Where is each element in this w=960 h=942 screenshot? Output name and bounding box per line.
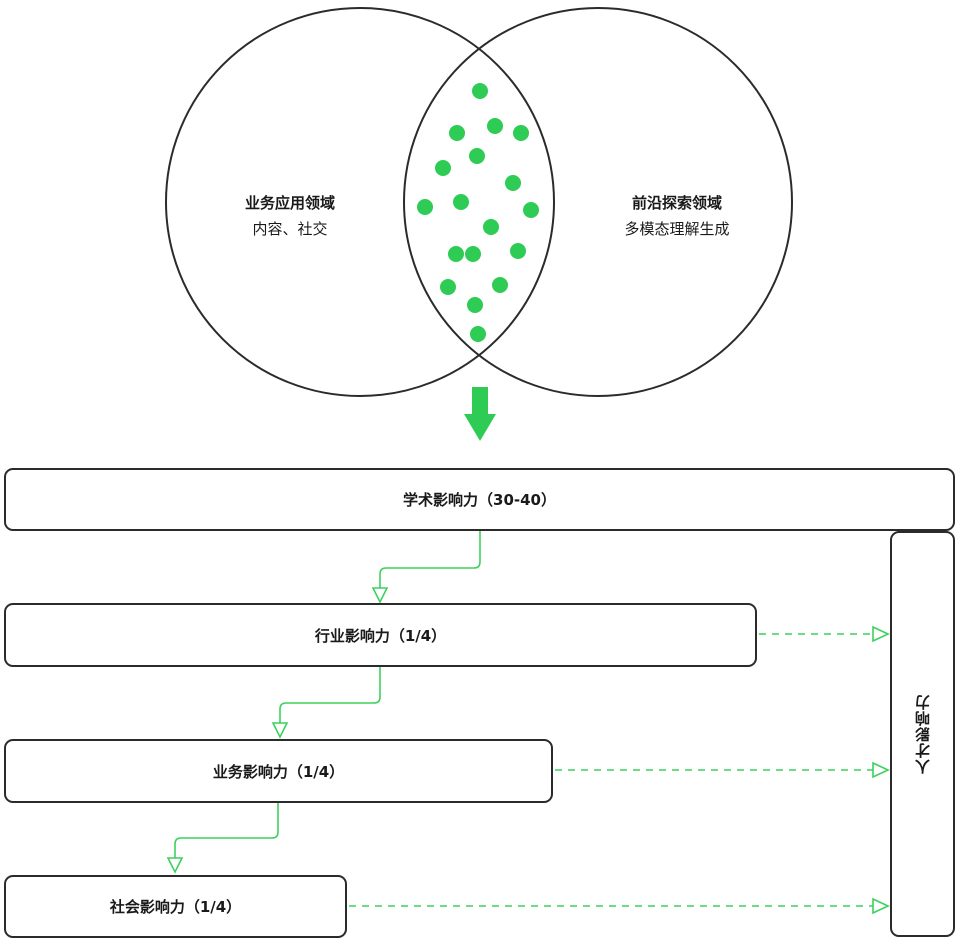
connector-arrowhead (371, 587, 389, 604)
dot (492, 277, 508, 293)
down-arrow-large (464, 387, 496, 441)
dashed-arrowhead (872, 625, 890, 643)
intersection-dots (417, 83, 539, 342)
dot (487, 118, 503, 134)
connector-arrowhead (166, 857, 184, 874)
left-circle-title: 业务应用领域 (244, 194, 335, 212)
right-circle-subtitle: 多模态理解生成 (624, 220, 730, 238)
dot (435, 160, 451, 176)
dot (483, 219, 499, 235)
cascade-connectors (166, 531, 481, 874)
dot (523, 202, 539, 218)
industry-impact-box: 行业影响力（1/4） (4, 603, 757, 667)
dashed-connectors (349, 633, 874, 907)
industry-impact-label: 行业影响力（1/4） (314, 626, 447, 645)
business-impact-box: 业务影响力（1/4） (4, 739, 553, 803)
connector-academic-to-industry (379, 531, 481, 590)
dot (448, 246, 464, 262)
dot (449, 125, 465, 141)
academic-impact-label: 学术影响力（30-40） (403, 491, 556, 509)
dot (465, 246, 481, 262)
dot (513, 125, 529, 141)
social-impact-label: 社会影响力（1/4） (109, 898, 242, 916)
dot (472, 83, 488, 99)
dot (469, 148, 485, 164)
right-circle-label: 前沿探索领域 多模态理解生成 (597, 190, 757, 242)
dot (470, 326, 486, 342)
dashed-arrowheads (872, 625, 890, 915)
dot (453, 194, 469, 210)
academic-impact-box: 学术影响力（30-40） (4, 468, 955, 531)
connector-business-to-social (174, 803, 279, 860)
social-impact-box: 社会影响力（1/4） (4, 875, 347, 938)
dot (467, 297, 483, 313)
left-circle-subtitle: 内容、社交 (252, 220, 328, 238)
left-circle-label: 业务应用领域 内容、社交 (210, 190, 370, 242)
dashed-arrowhead (872, 761, 890, 779)
connector-industry-to-business (279, 667, 381, 725)
talent-impact-box: 人才影响力 (890, 531, 955, 937)
left-venn-circle (165, 7, 555, 397)
right-circle-title: 前沿探索领域 (631, 194, 722, 212)
talent-impact-label: 人才影响力 (914, 694, 932, 774)
connector-arrowhead (271, 722, 289, 739)
dot (505, 175, 521, 191)
dot (440, 279, 456, 295)
dashed-arrowhead (872, 897, 890, 915)
right-venn-circle (403, 7, 793, 397)
dot (510, 243, 526, 259)
dot (417, 199, 433, 215)
business-impact-label: 业务影响力（1/4） (212, 762, 345, 781)
